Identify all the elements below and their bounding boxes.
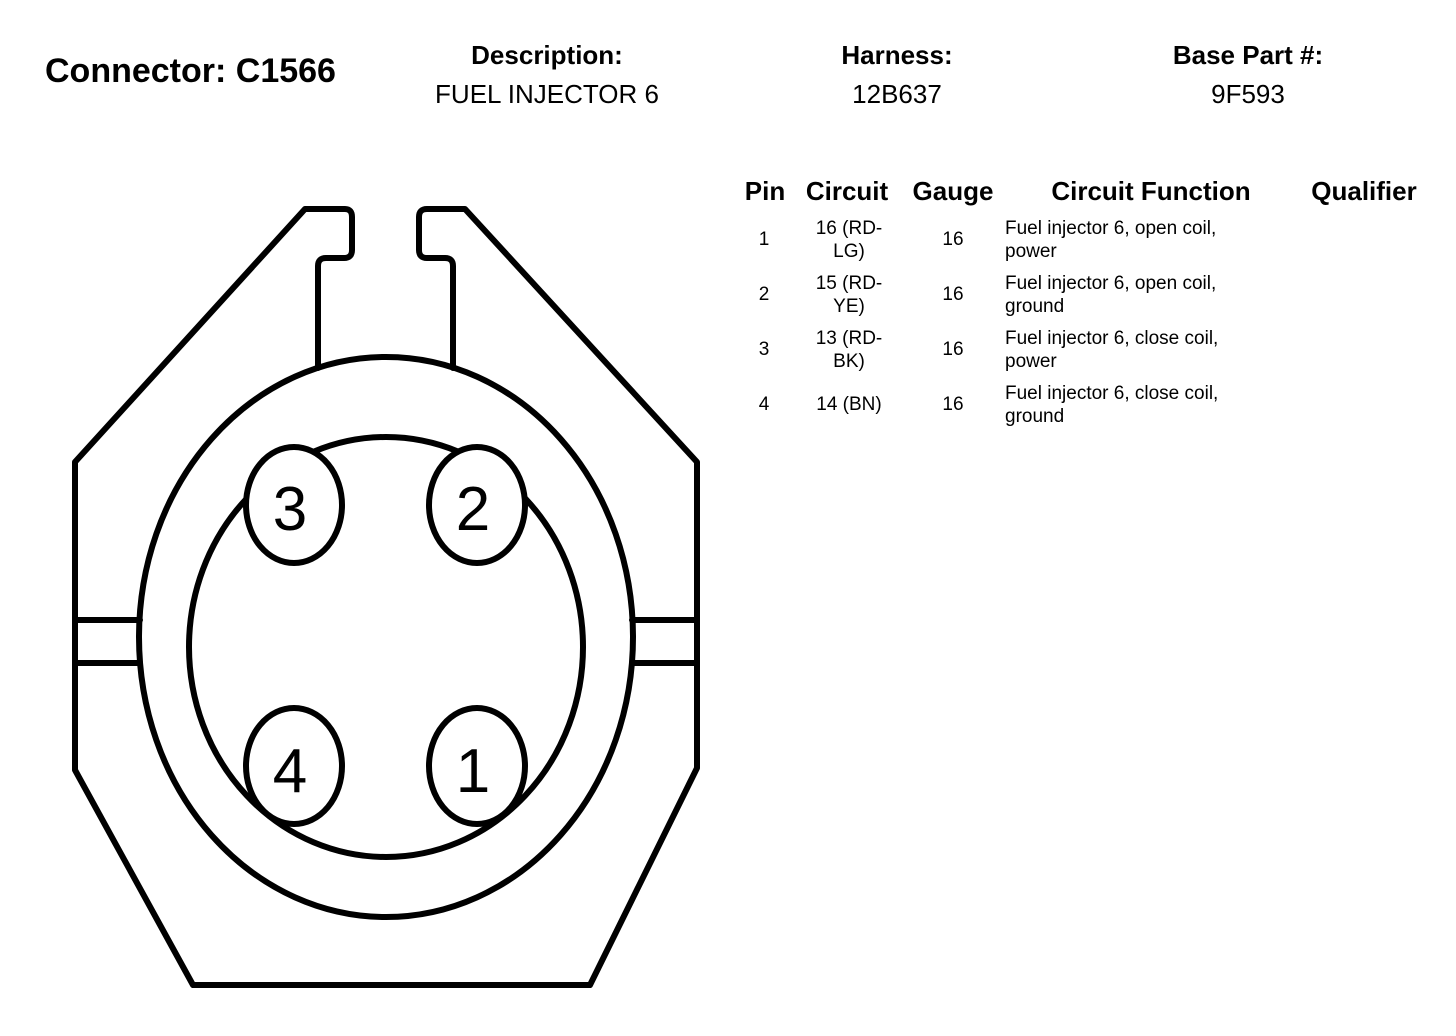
header-pin: Pin — [744, 176, 786, 206]
table-row-pin: 4 — [758, 394, 770, 415]
description-block: Description: FUEL INJECTOR 6 — [387, 40, 707, 110]
inner-ring — [186, 434, 586, 860]
table-row-gauge: 16 — [942, 284, 964, 305]
table-row-gauge: 16 — [942, 229, 964, 250]
pin-label: 4 — [273, 737, 307, 806]
housing-outline — [72, 206, 700, 988]
pin-circle-1 — [426, 705, 528, 827]
connector-title: Connector: C1566 — [45, 52, 336, 90]
pin-circle-3 — [243, 444, 345, 566]
table-row-pin: 3 — [758, 339, 770, 360]
table-row-circuit: 16 (RD- LG) — [815, 218, 883, 262]
harness-label: Harness: — [841, 40, 953, 70]
base-part-value: 9F593 — [1211, 79, 1285, 109]
pin-label: 2 — [456, 475, 490, 544]
header-qualifier: Qualifier — [1311, 176, 1417, 206]
table-row-circuit: 14 (BN) — [816, 394, 882, 415]
pin-circle-4 — [243, 705, 345, 827]
table-row-function: Fuel injector 6, open coil, ground — [1005, 273, 1217, 317]
description-label: Description: — [471, 40, 623, 70]
table-row-circuit: 13 (RD- BK) — [815, 328, 883, 372]
header-gauge: Gauge — [912, 176, 994, 206]
table-row-gauge: 16 — [942, 339, 964, 360]
table-row-pin: 1 — [758, 229, 770, 250]
table-row-circuit: 15 (RD- YE) — [815, 273, 883, 317]
pin-label: 3 — [273, 475, 307, 544]
table-row-function: Fuel injector 6, close coil, ground — [1005, 383, 1219, 427]
right-tab — [629, 617, 700, 666]
header-circuit-function: Circuit Function — [1051, 176, 1251, 206]
base-part-label: Base Part #: — [1172, 40, 1324, 70]
pin-circle-2 — [426, 444, 528, 566]
outer-ring — [136, 354, 636, 920]
harness-value: 12B637 — [852, 79, 942, 109]
description-value: FUEL INJECTOR 6 — [435, 79, 659, 109]
connector-diagram: 3 2 4 1 — [72, 206, 700, 988]
harness-block: Harness: 12B637 — [737, 40, 1057, 110]
table-row-gauge: 16 — [942, 394, 964, 415]
table-row-function: Fuel injector 6, close coil, power — [1005, 328, 1219, 372]
left-tab — [72, 617, 143, 666]
header-circuit: Circuit — [805, 176, 889, 206]
table-row-function: Fuel injector 6, open coil, power — [1005, 218, 1217, 262]
base-part-block: Base Part #: 9F593 — [1088, 40, 1408, 110]
pin-label: 1 — [456, 737, 490, 806]
table-row-pin: 2 — [758, 284, 770, 305]
